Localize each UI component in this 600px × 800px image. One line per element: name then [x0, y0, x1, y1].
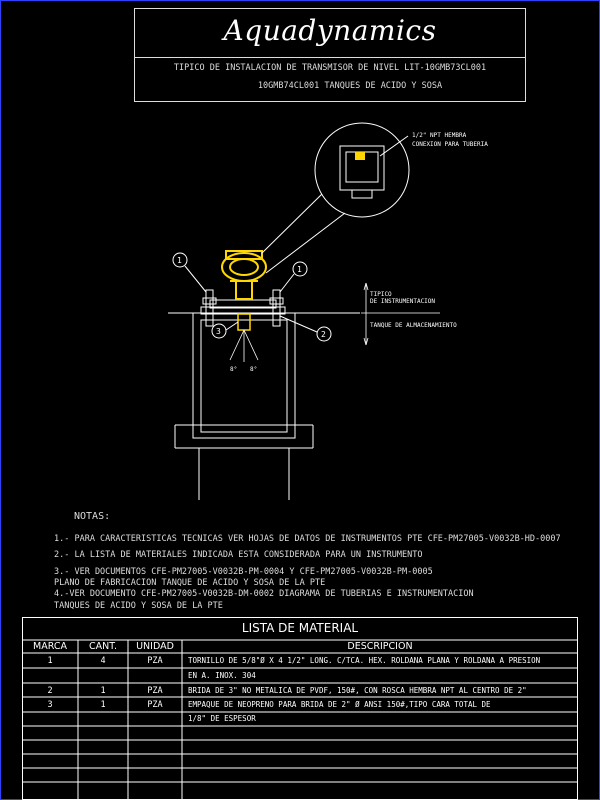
note-item: 2.- LA LISTA DE MATERIALES INDICADA ESTA…	[54, 550, 423, 560]
marker-1-right: 1	[297, 265, 302, 274]
drawing-title-line2: 10GMB74CL001 TANQUES DE ACIDO Y SOSA	[257, 81, 443, 91]
table-cell-unidad: PZA	[147, 686, 163, 696]
title-block	[134, 8, 526, 102]
callout-text-2: CONEXION PARA TUBERIA	[412, 141, 488, 148]
note-item: 3.- VER DOCUMENTOS CFE-PM27005-V0032B-PM…	[54, 567, 433, 577]
header-marca: MARCA	[33, 641, 67, 652]
materials-title: LISTA DE MATERIAL	[241, 621, 359, 635]
table-cell-cant: 1	[100, 700, 106, 710]
note-item: 1.- PARA CARACTERISTICAS TECNICAS VER HO…	[54, 534, 561, 544]
table-cell-cant: 4	[100, 656, 106, 666]
tipico-label-2: DE INSTRUMENTACION	[370, 298, 435, 305]
table-cell-unidad: PZA	[147, 656, 163, 666]
bolts	[202, 289, 284, 327]
npt-connection	[355, 152, 365, 160]
table-grid	[22, 617, 578, 800]
note-item: PLANO DE FABRICACION TANQUE DE ACIDO Y S…	[54, 578, 326, 588]
marker-3: 3	[216, 327, 221, 336]
table-cell-desc: 1/8" DE ESPESOR	[188, 714, 256, 723]
table-cell-unidad: PZA	[147, 700, 163, 710]
beam-angle	[229, 329, 259, 362]
header-unidad: UNIDAD	[136, 641, 174, 652]
table-cell-desc: EMPAQUE DE NEOPRENO PARA BRIDA DE 2" Ø A…	[188, 700, 491, 709]
title-divider	[135, 57, 525, 58]
table-cell-desc: BRIDA DE 3" NO METALICA DE PVDF, 150#, C…	[188, 686, 527, 695]
tipico-label-1: TIPICO	[370, 291, 392, 298]
tanque-label: TANQUE DE ALMACENAMIENTO	[370, 322, 457, 329]
brand-title: Aquadynamics	[223, 14, 437, 47]
table-cell-desc: EN A. INOX. 304	[188, 671, 256, 680]
table-cell-marca: 2	[47, 686, 53, 696]
table-cell-cant: 1	[100, 686, 106, 696]
note-item: 4.-VER DOCUMENTO CFE-PM27005-V0032B-DM-0…	[54, 589, 474, 599]
table-cell-desc: TORNILLO DE 5/8"Ø X 4 1/2" LONG. C/TCA. …	[188, 656, 541, 665]
notes-heading: NOTAS:	[74, 511, 111, 522]
callout-text-1: 1/2" NPT HEMBRA	[412, 132, 467, 139]
note-item: TANQUES DE ACIDO Y SOSA DE LA PTE	[54, 601, 223, 611]
angle-label-right: 8°	[250, 366, 257, 373]
marker-2: 2	[321, 330, 326, 339]
marker-1-left: 1	[177, 256, 182, 265]
header-cant: CANT.	[89, 641, 117, 652]
table-cell-marca: 1	[47, 656, 53, 666]
angle-label-left: 8°	[230, 366, 237, 373]
installation-drawing: 8° 8° 1/2" NPT HEMBRA CONEXION PARA TUBE…	[168, 122, 488, 500]
markers	[172, 252, 332, 342]
table-cell-marca: 3	[47, 700, 53, 710]
flange	[168, 299, 360, 315]
header-descripcion: DESCRIPCION	[347, 641, 413, 652]
drawing-title-line1: TIPICO DE INSTALACION DE TRANSMISOR DE N…	[173, 63, 487, 73]
level-dimensions	[361, 282, 440, 346]
tank	[174, 312, 314, 500]
materials-table: LISTA DE MATERIAL MARCA CANT. UNIDAD DES…	[22, 617, 578, 800]
detail-callout	[261, 122, 410, 274]
level-transmitter	[221, 250, 267, 300]
